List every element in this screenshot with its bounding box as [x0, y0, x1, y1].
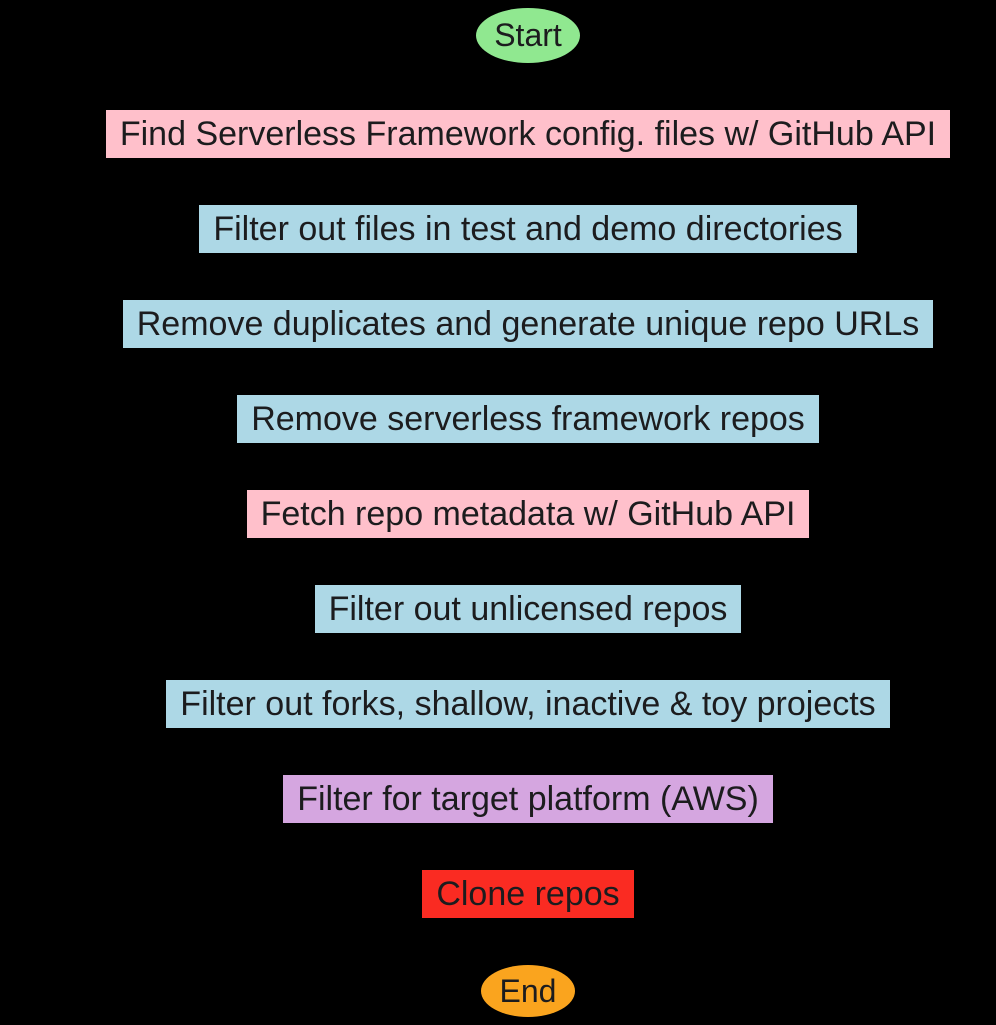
arrowhead-icon	[522, 672, 534, 680]
arrowhead-icon	[522, 387, 534, 395]
arrow-shaft	[527, 633, 529, 672]
flow-arrow	[521, 63, 535, 110]
node-clone-repos: Clone repos	[422, 870, 634, 918]
arrowhead-icon	[522, 292, 534, 300]
node-start-label: Start	[494, 17, 562, 53]
arrow-shaft	[527, 348, 529, 387]
node-find-config-files: Find Serverless Framework config. files …	[105, 110, 951, 158]
flow-arrow	[521, 443, 535, 490]
flow-arrow	[521, 633, 535, 680]
node-filter-test-demo-dirs-label: Filter out files in test and demo direct…	[213, 209, 843, 248]
node-fetch-repo-metadata-label: Fetch repo metadata w/ GitHub API	[260, 494, 796, 533]
node-start: Start	[476, 8, 580, 63]
node-end-label: End	[499, 972, 557, 1009]
node-clone-repos-label: Clone repos	[436, 874, 620, 913]
flow-arrow	[521, 823, 535, 870]
arrow-shaft	[527, 63, 529, 102]
arrow-shaft	[527, 823, 529, 862]
flowchart: Start Find Serverless Framework config. …	[30, 0, 996, 1017]
arrow-shaft	[527, 158, 529, 197]
node-find-config-files-label: Find Serverless Framework config. files …	[119, 114, 937, 153]
flow-arrow	[521, 918, 535, 965]
arrowhead-icon	[522, 957, 534, 965]
node-filter-test-demo-dirs: Filter out files in test and demo direct…	[199, 205, 857, 253]
node-fetch-repo-metadata: Fetch repo metadata w/ GitHub API	[246, 490, 810, 538]
arrow-shaft	[527, 443, 529, 482]
arrowhead-icon	[522, 482, 534, 490]
arrowhead-icon	[522, 767, 534, 775]
arrowhead-icon	[522, 862, 534, 870]
node-filter-target-platform-aws: Filter for target platform (AWS)	[283, 775, 773, 823]
flow-arrow	[521, 728, 535, 775]
node-filter-target-platform-aws-label: Filter for target platform (AWS)	[297, 779, 759, 818]
flow-arrow	[521, 348, 535, 395]
node-remove-serverless-framework-repos-label: Remove serverless framework repos	[251, 399, 805, 438]
node-dedupe-unique-repo-urls-label: Remove duplicates and generate unique re…	[136, 304, 920, 343]
node-dedupe-unique-repo-urls: Remove duplicates and generate unique re…	[122, 300, 934, 348]
arrow-shaft	[527, 253, 529, 292]
node-filter-unlicensed-repos-label: Filter out unlicensed repos	[328, 589, 728, 628]
arrow-shaft	[527, 918, 529, 957]
arrow-shaft	[527, 538, 529, 577]
arrow-shaft	[527, 728, 529, 767]
node-remove-serverless-framework-repos: Remove serverless framework repos	[237, 395, 819, 443]
arrowhead-icon	[522, 102, 534, 110]
arrowhead-icon	[522, 197, 534, 205]
flow-arrow	[521, 158, 535, 205]
node-end: End	[481, 965, 575, 1017]
flow-arrow	[521, 253, 535, 300]
node-filter-forks-shallow-inactive-toy-label: Filter out forks, shallow, inactive & to…	[180, 684, 876, 723]
arrowhead-icon	[522, 577, 534, 585]
node-filter-forks-shallow-inactive-toy: Filter out forks, shallow, inactive & to…	[166, 680, 890, 728]
flow-arrow	[521, 538, 535, 585]
node-filter-unlicensed-repos: Filter out unlicensed repos	[314, 585, 742, 633]
